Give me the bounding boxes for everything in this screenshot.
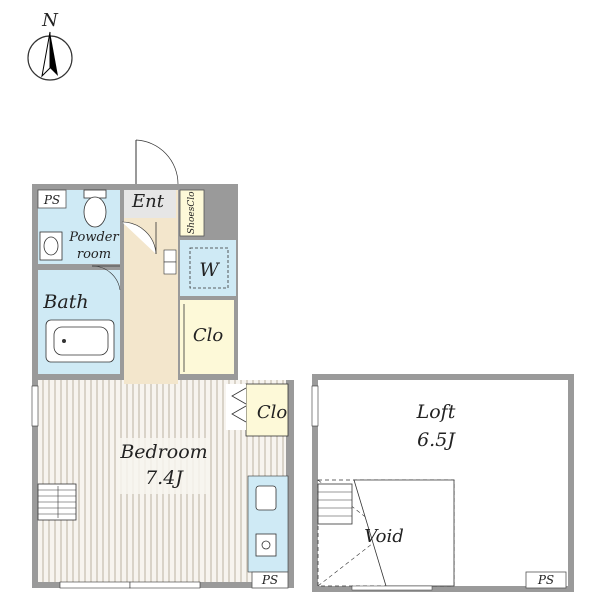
bedroom-window-1 — [59, 581, 131, 589]
kitchen-sink-icon — [255, 485, 277, 511]
bedroom-name: Bedroom — [119, 441, 207, 463]
pipe-space-3 — [525, 571, 567, 589]
entrance-door — [135, 139, 179, 185]
loft-name: Loft — [416, 401, 456, 423]
void-area — [317, 479, 455, 587]
stove-icon — [255, 533, 277, 557]
ladder-icon — [37, 483, 77, 521]
pipe-space-label-1b: PS — [43, 193, 60, 207]
pipe-space-label-2: PS — [261, 573, 278, 587]
toilet-icon — [83, 189, 107, 228]
entrance-label: Ent — [131, 191, 165, 212]
closet-door-icon — [226, 384, 247, 430]
bedroom-window-2 — [129, 581, 201, 589]
loft-size: 6.5J — [417, 429, 456, 451]
void-label: Void — [364, 526, 403, 547]
hallway — [124, 190, 178, 380]
powder-room-label-1: Powder — [68, 230, 119, 245]
bedroom-size: 7.4J — [145, 467, 184, 489]
hall-closet — [180, 300, 234, 374]
bedroom-window-side — [31, 385, 39, 427]
bath-label: Bath — [42, 291, 88, 313]
powder-room-label-2: room — [77, 247, 111, 262]
shoes-closet-label: ShoesClo — [187, 191, 197, 234]
bedroom-closet-label: Clo — [257, 402, 288, 423]
sink-icon — [39, 231, 63, 261]
washer-icon — [189, 247, 229, 289]
compass-label: N — [41, 10, 59, 31]
loft-ladder-icon — [317, 483, 353, 525]
bathtub-icon — [45, 319, 115, 363]
pipe-space-label-3: PS — [537, 573, 554, 587]
entrance — [124, 190, 176, 218]
washer-label: W — [199, 259, 220, 281]
north-compass-icon: N — [27, 10, 73, 81]
pipe-space-2 — [251, 571, 289, 589]
shoes-closet — [179, 189, 205, 237]
hall-closet-label: Clo — [193, 325, 224, 346]
